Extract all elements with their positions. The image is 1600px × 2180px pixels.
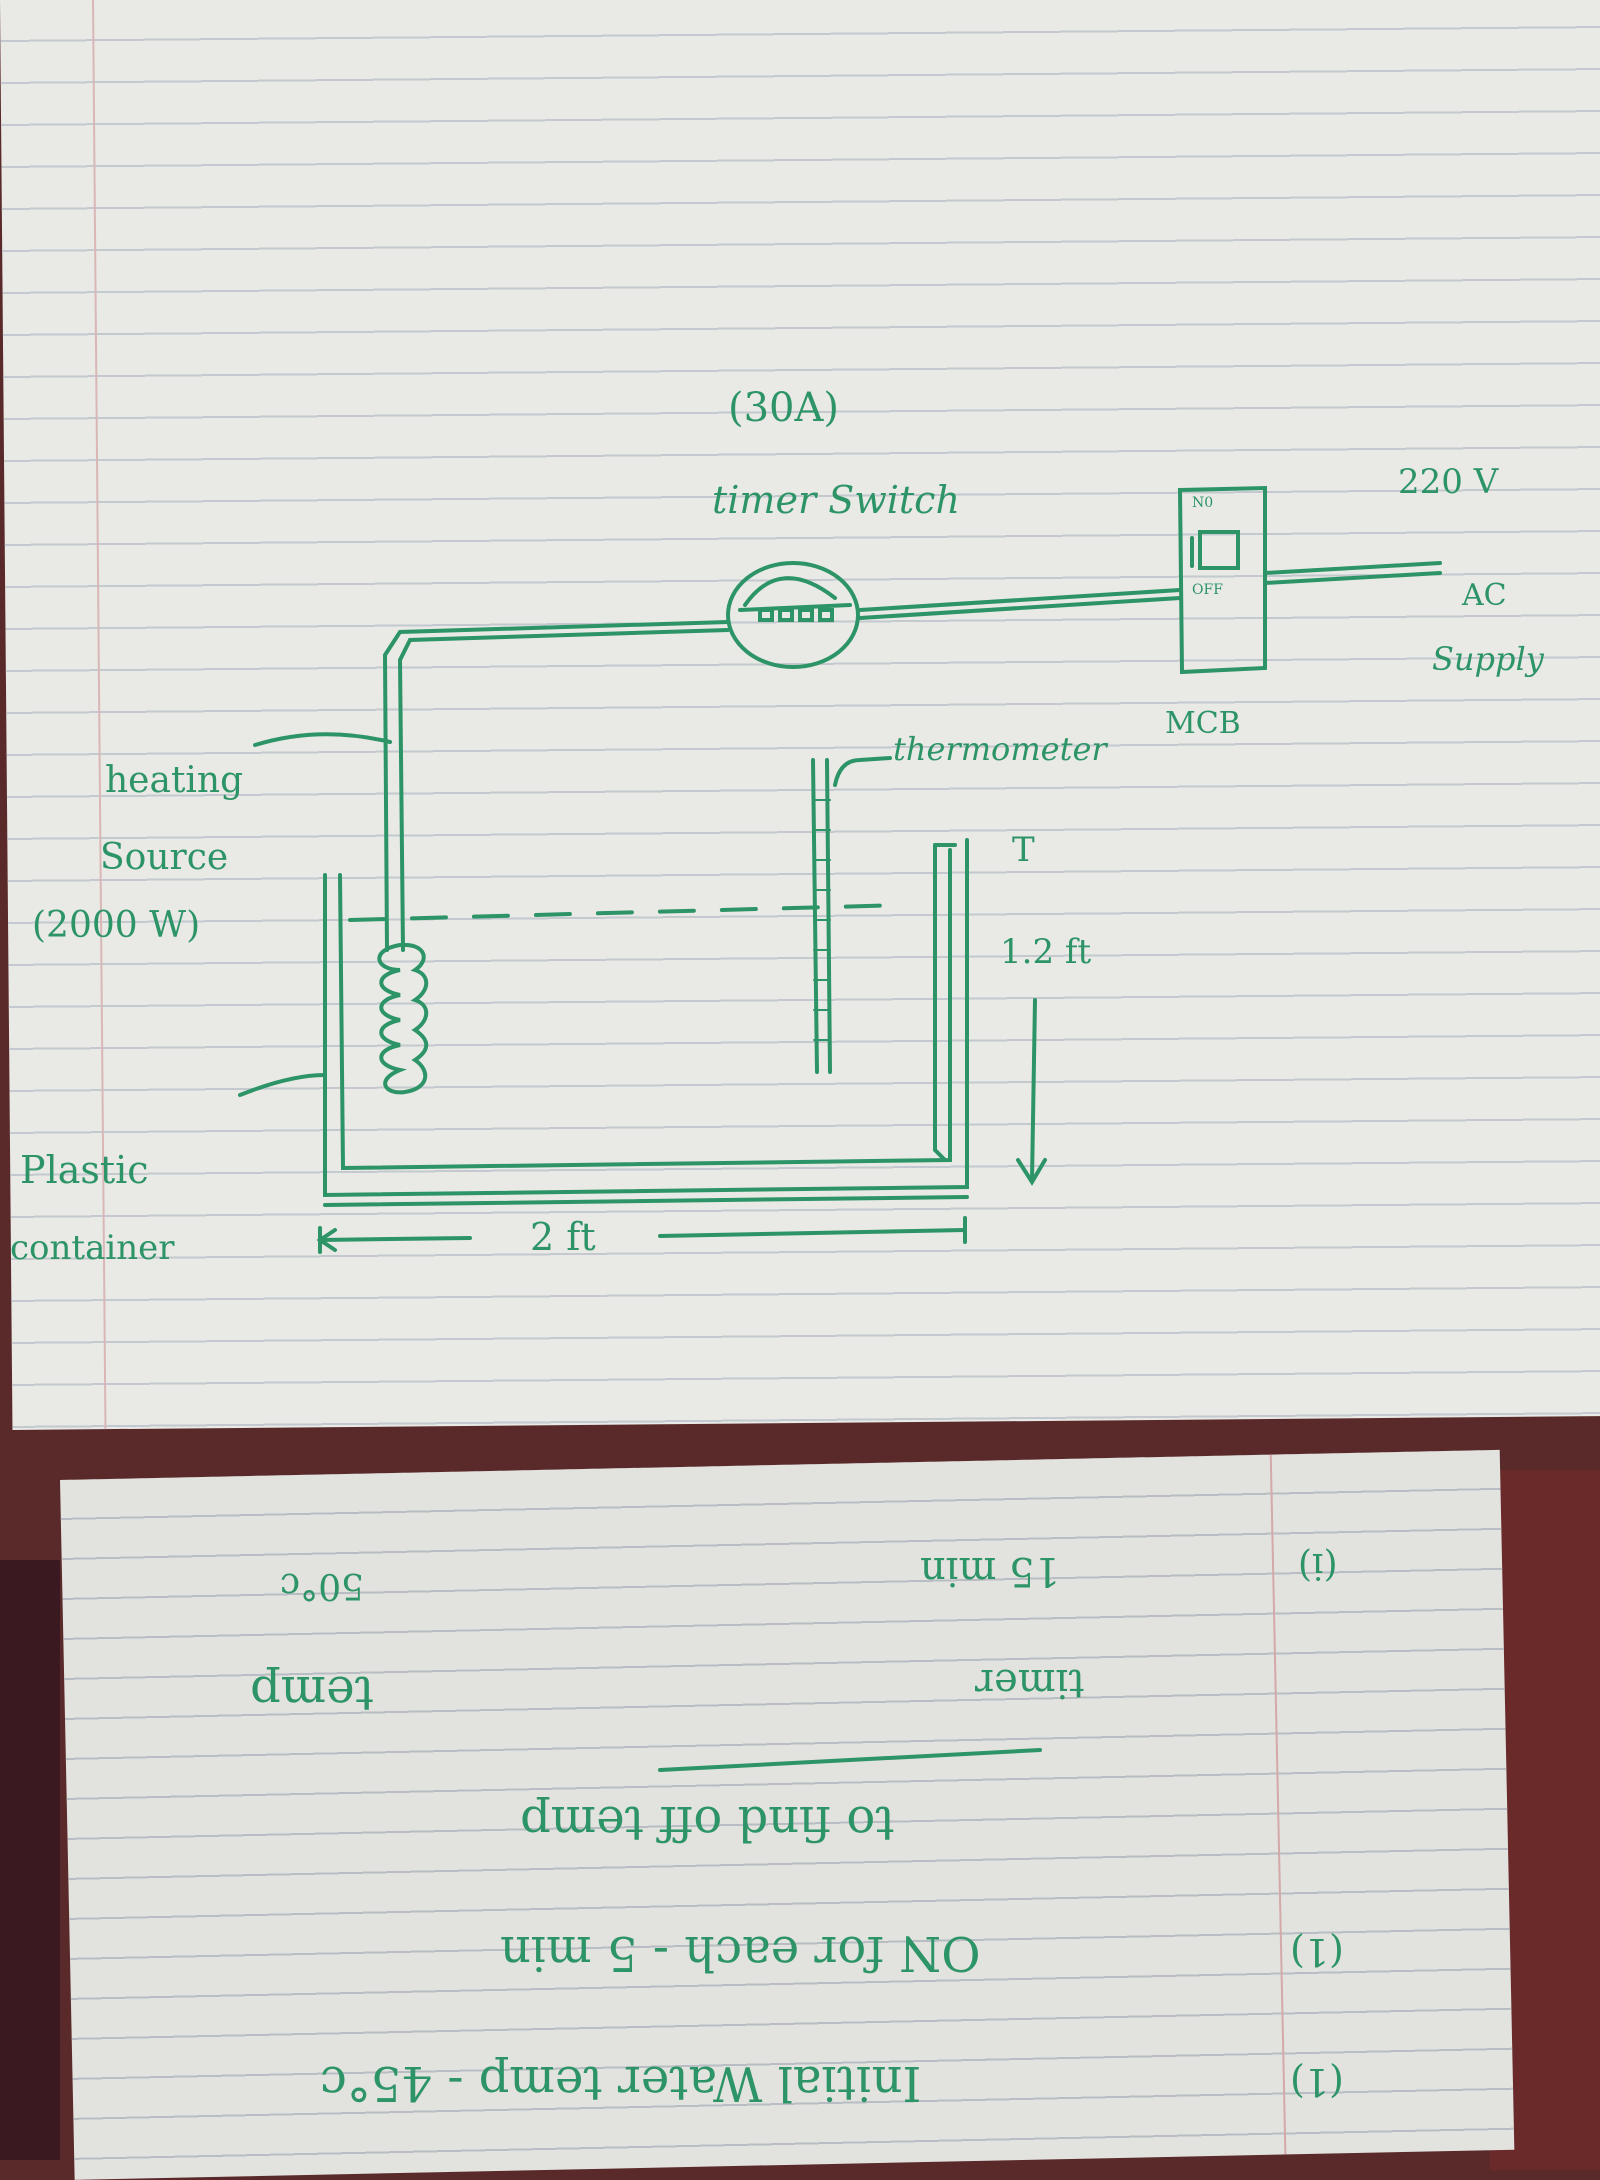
thermometer <box>825 758 832 1074</box>
height-arrowhead <box>1016 1158 1047 1186</box>
width-label: 2 ft <box>530 1215 596 1259</box>
timer-button <box>798 608 814 622</box>
timer-switch <box>726 561 860 669</box>
timer-dial <box>743 576 837 607</box>
wire-timer-heater <box>382 620 730 952</box>
notes-line1-number: (1) <box>1290 2060 1344 2104</box>
container-label: container <box>10 1228 175 1268</box>
notes-line3: to find off temp <box>520 1795 895 1851</box>
height-top-label: T <box>1012 830 1035 870</box>
container-wall <box>323 838 969 1198</box>
wire-timer-heater <box>397 628 730 952</box>
voltage-label: 220 V <box>1398 462 1499 502</box>
thermometer <box>811 758 819 1074</box>
water-level <box>348 903 907 922</box>
notes-underline <box>658 1748 1042 1772</box>
mcb-mark-bottom: OFF <box>1192 582 1223 598</box>
wire-mcb-timer <box>858 596 1182 620</box>
width-dim <box>658 1228 967 1238</box>
circuit-diagram <box>238 485 1442 1772</box>
mcb-box <box>1177 485 1267 675</box>
height-label: 1.2 ft <box>1000 932 1092 972</box>
container-wall <box>338 848 952 1171</box>
timer-button <box>758 608 774 622</box>
container-wall <box>323 1195 969 1207</box>
container-label: Plastic <box>20 1148 149 1192</box>
height-arrow <box>1030 998 1037 1182</box>
notes-line1: Initial Water temp - 45°c <box>320 2055 922 2111</box>
supply-wire <box>1263 571 1442 585</box>
heating-source-label: heating <box>105 760 244 801</box>
notes-col-temp: temp <box>250 1665 374 1721</box>
supply-wire <box>1263 561 1442 575</box>
width-dim <box>318 1236 472 1242</box>
timer-button <box>778 608 794 622</box>
thermometer-leader <box>833 756 892 787</box>
wire-mcb-timer <box>858 588 1182 612</box>
container-wall <box>933 843 947 1162</box>
thermometer-scale <box>813 799 831 1041</box>
timer-switch-label: timer Switch <box>712 478 960 522</box>
container-leader <box>238 1073 327 1097</box>
notes-row-timer: 15 min <box>920 1548 1061 1594</box>
mcb-mark-top: N0 <box>1192 495 1214 511</box>
thermometer-label: thermometer <box>893 730 1107 768</box>
timer-button <box>818 608 834 622</box>
heating-source-label: Source <box>100 837 229 878</box>
heater-leader <box>253 732 392 747</box>
notes-row-number: (i) <box>1298 1545 1338 1586</box>
heating-source-power: (2000 W) <box>32 905 201 946</box>
ac-label: AC <box>1462 578 1507 613</box>
heater-coil <box>377 943 429 1095</box>
notes-col-timer: timer <box>975 1660 1085 1706</box>
background-cloth <box>0 1560 60 2160</box>
mcb-switch <box>1198 530 1240 570</box>
supply-label: Supply <box>1432 640 1544 678</box>
timer-rating-label: (30A) <box>728 385 839 431</box>
notes-row-temp: 50°c <box>280 1565 364 1606</box>
notes-line2-number: (1) <box>1290 1930 1344 1974</box>
mcb-label: MCB <box>1165 706 1241 741</box>
notes-line2: ON for each - 5 min <box>500 1925 981 1981</box>
